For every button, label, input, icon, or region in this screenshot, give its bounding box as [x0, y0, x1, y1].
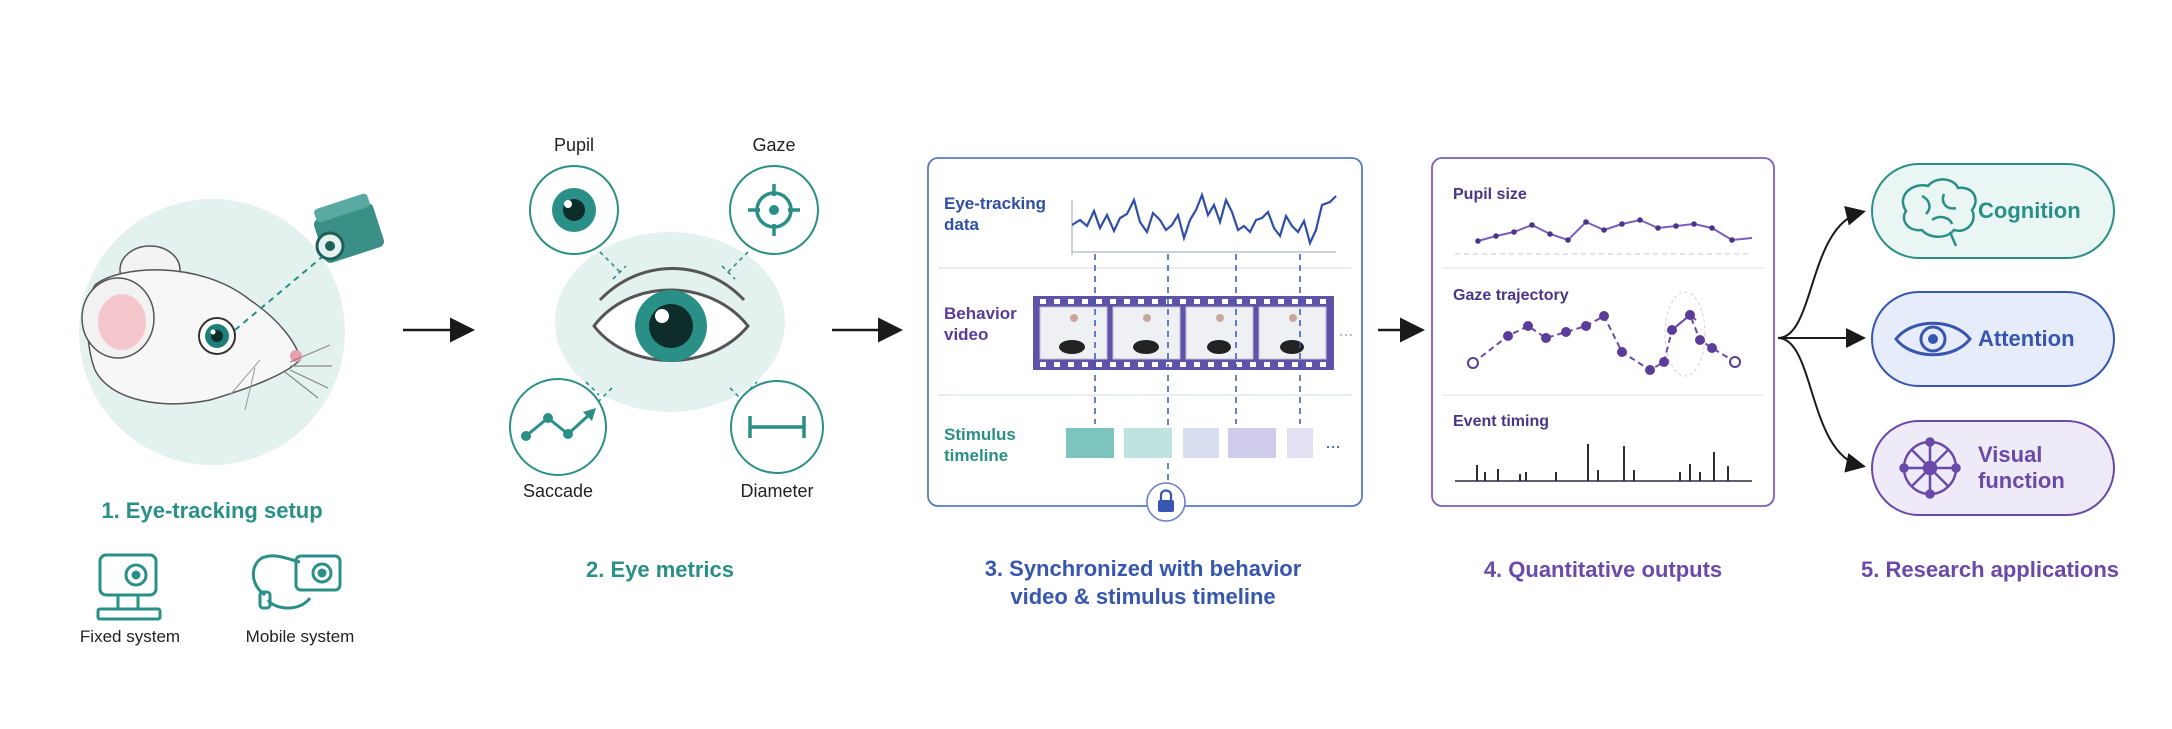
step-3-title-line-2: video & stimulus timeline — [1010, 584, 1276, 609]
sync-panel — [927, 157, 1363, 522]
gaze-target-icon — [729, 165, 819, 255]
eye-metrics-illustration — [555, 232, 785, 412]
eye-tracking-data-label: Eye-tracking data — [944, 194, 1047, 234]
mobile-system-icon — [251, 554, 342, 610]
eye-tracking-trace — [1071, 191, 1337, 247]
outputs-panel — [1431, 157, 1775, 507]
mouse-setup-illustration — [79, 199, 345, 465]
event-timing-label: Event timing — [1453, 413, 1550, 430]
step-1-title: 1. Eye-tracking setup — [101, 498, 323, 523]
video-more-ellipsis: ... — [1338, 320, 1354, 340]
app-attention — [1871, 291, 2115, 387]
app-visual-function — [1871, 420, 2115, 516]
pupil-size-label: Pupil size — [1453, 186, 1527, 203]
neural-network-icon — [1899, 437, 1961, 499]
stimulus-timeline-label: Stimulus timeline — [944, 425, 1016, 465]
app-cognition — [1871, 163, 2115, 259]
branch-arrows — [1777, 206, 1866, 473]
attention-label: Attention — [1978, 326, 2075, 351]
step-4-title: 4. Quantitative outputs — [1483, 557, 1723, 582]
eye-icon — [1894, 321, 1972, 357]
gaze-trajectory-label: Gaze trajectory — [1453, 287, 1569, 304]
stimulus-more-ellipsis: ... — [1325, 432, 1341, 452]
pupil-metric-icon — [529, 165, 619, 255]
lock-icon — [1146, 482, 1186, 522]
saccade-label: Saccade — [522, 481, 594, 501]
cognition-label: Cognition — [1978, 198, 2081, 223]
video-frames — [1039, 306, 1327, 360]
gaze-label: Gaze — [752, 135, 796, 155]
visual-function-label: Visual function — [1978, 442, 2065, 493]
behavior-video-label: Behavior video — [944, 304, 1017, 344]
fixed-system-icon — [96, 553, 162, 621]
mobile-system-label: Mobile system — [245, 627, 355, 646]
saccade-trajectory-icon — [509, 378, 607, 476]
camera-icon — [313, 193, 385, 263]
diameter-label: Diameter — [740, 481, 814, 501]
step-2-title: 2. Eye metrics — [586, 557, 734, 582]
brain-icon — [1901, 178, 1977, 247]
diameter-measure-icon — [730, 380, 824, 474]
pupil-label: Pupil — [553, 135, 595, 155]
step-5-title: 5. Research applications — [1861, 557, 2119, 582]
fixed-system-label: Fixed system — [79, 627, 181, 646]
step-3-title-line-1: 3. Synchronized with behavior — [984, 556, 1302, 581]
